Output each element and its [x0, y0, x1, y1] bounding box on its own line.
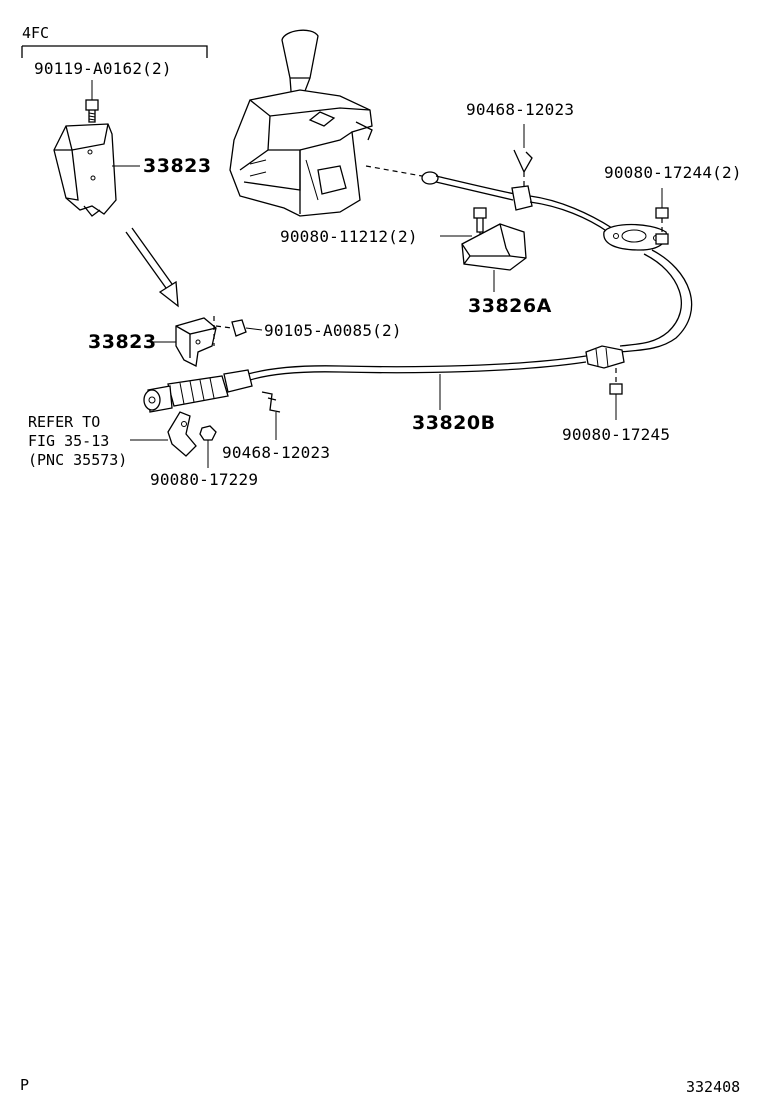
cable-loop-icon [619, 249, 693, 353]
corner-mark: P [20, 1076, 30, 1094]
bolt-lower-label: 90105-A0085(2) [264, 321, 402, 340]
bracket-lower-label: 33823 [88, 331, 157, 353]
direction-arrow-icon [125, 227, 179, 308]
bolt-middle-label: 90080-11212(2) [280, 227, 418, 246]
nut-lower-left-icon [199, 425, 217, 468]
figure-id: 332408 [686, 1078, 741, 1096]
bracket-lower-icon [150, 316, 217, 367]
leader-lever-cable [365, 165, 423, 177]
nut-lower-right-label: 90080-17245 [562, 425, 671, 444]
shift-lever-icon [229, 29, 373, 217]
variant-bracket-line [21, 45, 208, 58]
clip-lower-label: 90468-12023 [222, 443, 331, 462]
clip-upper-label: 90468-12023 [466, 100, 575, 119]
nut-upper-right-label: 90080-17244(2) [604, 163, 742, 182]
clamp-refer-icon [130, 411, 197, 457]
clip-upper-icon [513, 124, 533, 186]
clip-lower-icon [261, 391, 281, 440]
refer-line-2: FIG 35-13 [28, 432, 110, 450]
bracket-cable-icon [461, 223, 527, 292]
bolt-top-icon [85, 80, 99, 123]
bolt-lower-icon [215, 319, 263, 337]
nut-lower-left-label: 90080-17229 [150, 470, 259, 489]
nut-upper-right-icon [655, 188, 669, 245]
variant-label: 4FC [22, 24, 50, 42]
bolt-top-label: 90119-A0162(2) [34, 59, 172, 78]
bracket-upper-icon [53, 123, 140, 217]
cable-lower-icon [247, 355, 587, 410]
cable-end-bellows-icon [143, 369, 253, 413]
cable-label: 33820B [412, 412, 496, 434]
bracket-cable-label: 33826A [468, 295, 552, 317]
bracket-upper-label: 33823 [143, 155, 212, 177]
cable-adjuster-icon [585, 345, 625, 395]
refer-line-1: REFER TO [28, 413, 101, 431]
refer-line-3: (PNC 35573) [28, 451, 128, 469]
cable-upper-icon [421, 171, 613, 233]
